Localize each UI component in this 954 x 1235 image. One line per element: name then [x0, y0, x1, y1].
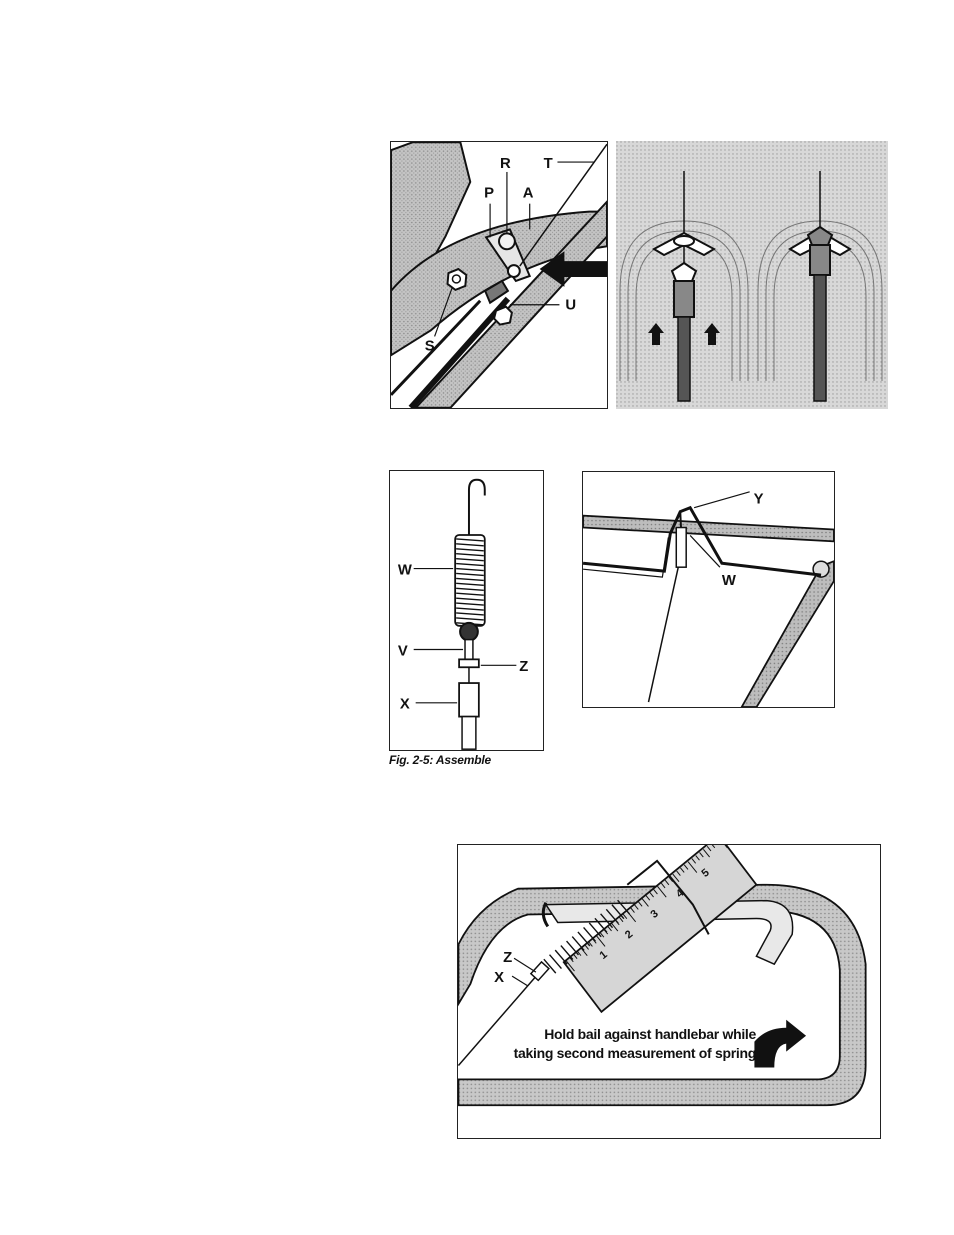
- figure-spring-assembly: W V Z X: [389, 470, 544, 751]
- measurement-note-line-2: taking second measurement of spring: [494, 1044, 756, 1063]
- label-x: X: [400, 697, 410, 713]
- label-w-bail: W: [722, 573, 737, 589]
- measure-spring-coil: [567, 941, 579, 955]
- label-s: S: [425, 338, 435, 354]
- spring-assembly-drawing: W V Z X: [390, 471, 543, 750]
- measure-spring-coil: [561, 946, 573, 960]
- label-u: U: [565, 298, 576, 314]
- label-a: A: [523, 186, 534, 202]
- label-w: W: [398, 562, 412, 578]
- measurement-note-line-1: Hold bail against handlebar while: [494, 1025, 756, 1044]
- figure-fitting-sequence: [608, 141, 888, 409]
- measurement-note: Hold bail against handlebar while taking…: [494, 1025, 756, 1063]
- label-x-measure: X: [494, 970, 504, 986]
- figure-bail-hook: Y W: [582, 471, 835, 708]
- fitting-sequence-drawing: [608, 141, 888, 409]
- curved-arrow-icon: [754, 1020, 806, 1068]
- measure-spring-coil: [550, 955, 562, 969]
- measure-spring-coil: [578, 932, 590, 946]
- label-t: T: [544, 156, 553, 172]
- measure-spring-coil: [584, 927, 596, 941]
- label-z-measure: Z: [503, 950, 512, 966]
- label-y: Y: [754, 492, 764, 508]
- measure-spring-coil: [555, 950, 567, 964]
- figure-caption: Fig. 2-5: Assemble: [389, 753, 491, 767]
- bail-hook-drawing: Y W: [583, 472, 834, 707]
- measure-spring-coil: [589, 923, 601, 937]
- label-z: Z: [519, 659, 528, 675]
- label-r: R: [500, 156, 511, 172]
- measure-spring-coil: [572, 937, 584, 951]
- label-v: V: [398, 643, 408, 659]
- figure-cable-bracket: R T P A U S: [390, 141, 608, 409]
- cable-bracket-drawing: R T P A U S: [391, 142, 607, 408]
- label-p: P: [484, 186, 494, 202]
